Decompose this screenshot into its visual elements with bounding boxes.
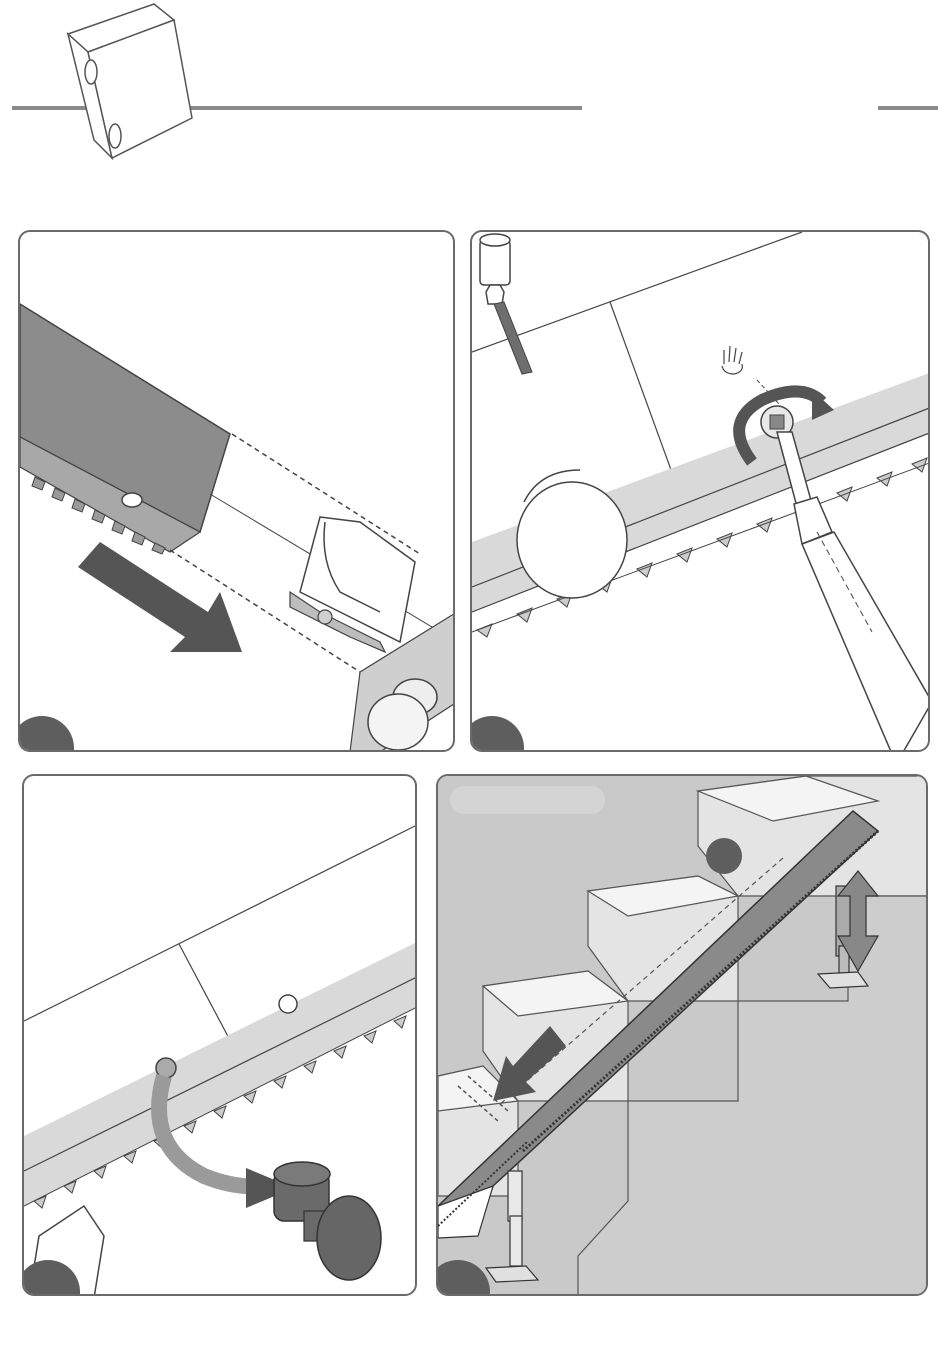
panel-1 xyxy=(18,230,455,752)
panel-4 xyxy=(436,774,928,1296)
hand-icon xyxy=(722,346,742,374)
allen-key-icon xyxy=(480,234,532,374)
panel-2 xyxy=(470,230,930,752)
header-rule-right xyxy=(878,106,938,110)
callout-bubble xyxy=(450,786,605,814)
push-arrow-icon xyxy=(78,542,242,652)
header-rule-middle xyxy=(190,106,582,110)
mounting-block-icon xyxy=(60,0,200,170)
step-marker xyxy=(706,838,742,874)
screwdriver-icon xyxy=(777,432,930,752)
bracket-clip-icon xyxy=(290,517,415,652)
end-stop-knob-icon xyxy=(274,1162,381,1280)
knob-icon xyxy=(517,482,627,598)
panel-3 xyxy=(22,774,417,1296)
